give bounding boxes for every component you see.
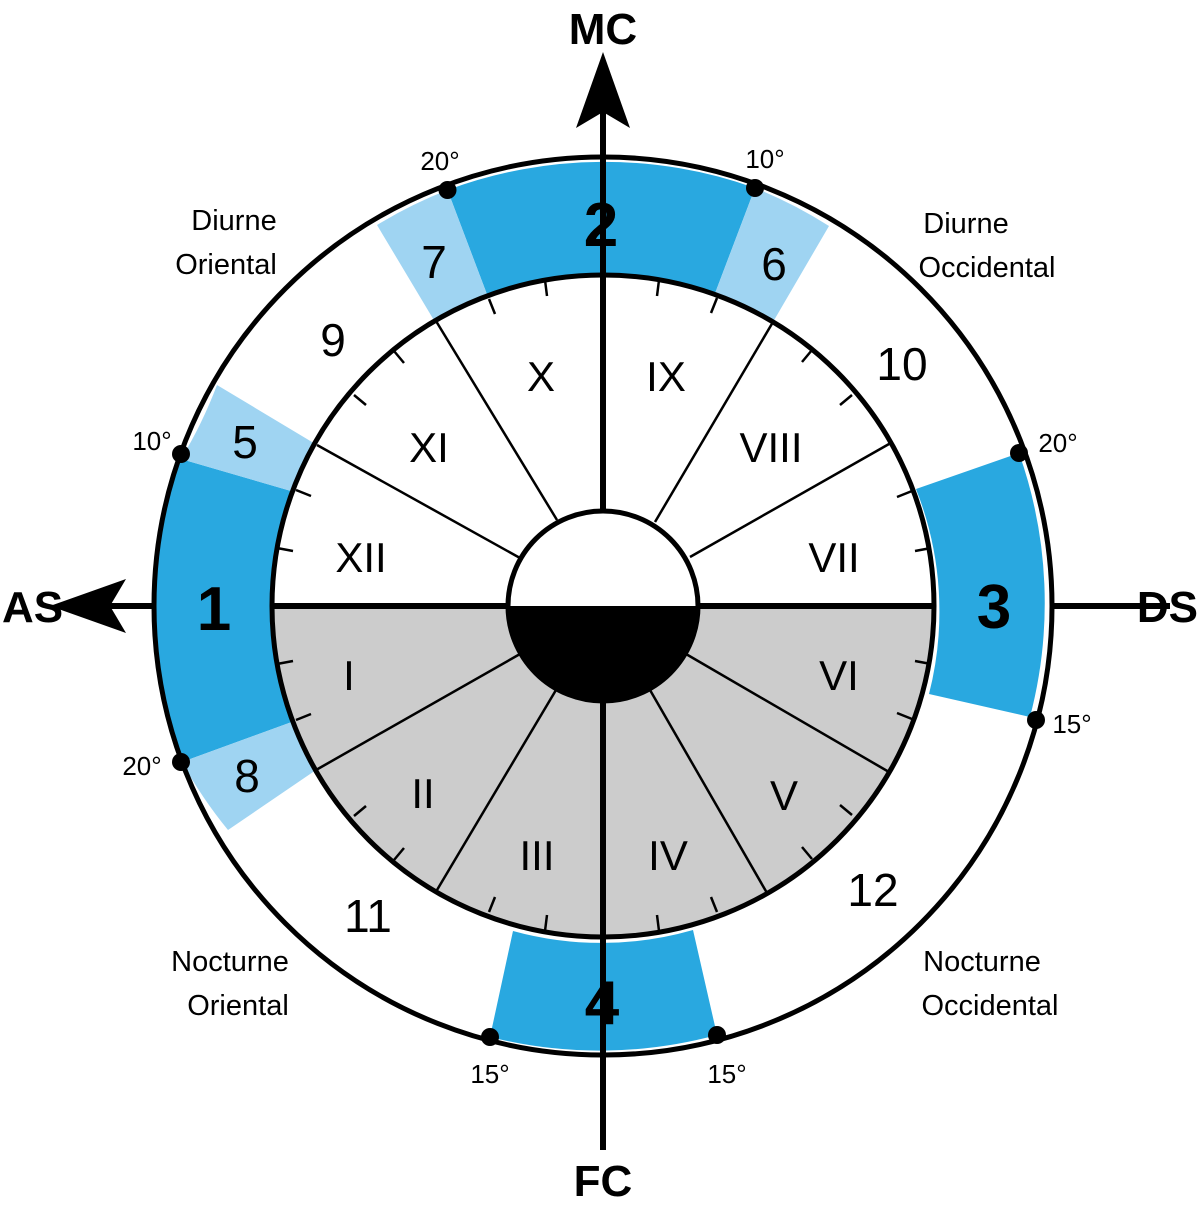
svg-text:Oriental: Oriental	[187, 990, 289, 1022]
degree-label: 15°	[470, 1059, 509, 1089]
svg-text:Occidental: Occidental	[921, 990, 1058, 1022]
svg-text:Diurne: Diurne	[191, 205, 276, 237]
svg-text:Nocturne: Nocturne	[171, 946, 289, 978]
degree-marker-dots	[172, 179, 1045, 1046]
outer-number: 6	[761, 238, 787, 290]
main-axes	[88, 110, 1170, 1150]
inner-wheel-border	[269, 272, 937, 940]
sector-7	[377, 190, 488, 322]
house-label: IX	[646, 353, 686, 400]
sector-1	[155, 459, 300, 762]
axis-label-mc: MC	[569, 5, 637, 54]
degree-label: 15°	[707, 1059, 746, 1089]
outer-number: 12	[847, 864, 898, 916]
svg-text:Nocturne: Nocturne	[923, 946, 1041, 978]
outer-number: 9	[320, 314, 346, 366]
degree-label: 20°	[1038, 428, 1077, 458]
degree-label: 20°	[122, 751, 161, 781]
quadrant-label-nocturne-oriental: Nocturne Oriental	[171, 946, 289, 1022]
axis-label-ds: DS	[1137, 583, 1198, 632]
mc-arrow-icon	[576, 52, 630, 128]
center-disc	[505, 508, 701, 704]
house-label: X	[527, 353, 555, 400]
svg-text:Oriental: Oriental	[175, 249, 277, 281]
sector-6	[714, 188, 829, 322]
quadrant-label-diurne-occidental: Diurne Occidental	[918, 208, 1055, 284]
house-label: XI	[409, 424, 449, 471]
quadrant-label-nocturne-occidental: Nocturne Occidental	[921, 946, 1058, 1022]
degree-label: 15°	[1052, 709, 1091, 739]
outer-number: 10	[876, 338, 927, 390]
as-arrow-icon	[50, 579, 126, 633]
house-label: VI	[819, 652, 859, 699]
quadrant-label-diurne-oriental: Diurne Oriental	[175, 205, 277, 281]
outer-number: 1	[197, 575, 231, 644]
outer-number: 2	[584, 191, 618, 260]
degree-label: 10°	[132, 426, 171, 456]
house-dividers	[315, 320, 890, 894]
outer-number: 7	[421, 236, 447, 288]
svg-text:Diurne: Diurne	[923, 208, 1008, 240]
house-label: IV	[648, 832, 688, 879]
sector-5	[181, 385, 317, 491]
outer-number: 5	[232, 416, 258, 468]
house-label: VII	[808, 534, 859, 581]
degree-label: 10°	[745, 144, 784, 174]
outer-number: 4	[585, 969, 620, 1038]
outer-number: 8	[234, 750, 260, 802]
axis-label-as: AS	[2, 583, 63, 632]
house-label: I	[343, 652, 355, 699]
svg-text:Occidental: Occidental	[918, 252, 1055, 284]
house-label: II	[411, 770, 434, 817]
sector-3	[916, 453, 1045, 717]
outer-number: 11	[344, 890, 392, 942]
house-label: XII	[335, 534, 386, 581]
outer-number: 3	[977, 573, 1011, 642]
sector-8	[182, 719, 316, 830]
house-label: III	[519, 832, 554, 879]
degree-label: 20°	[420, 146, 459, 176]
house-label: V	[770, 772, 798, 819]
axis-label-fc: FC	[574, 1157, 633, 1206]
house-label: VIII	[739, 424, 802, 471]
